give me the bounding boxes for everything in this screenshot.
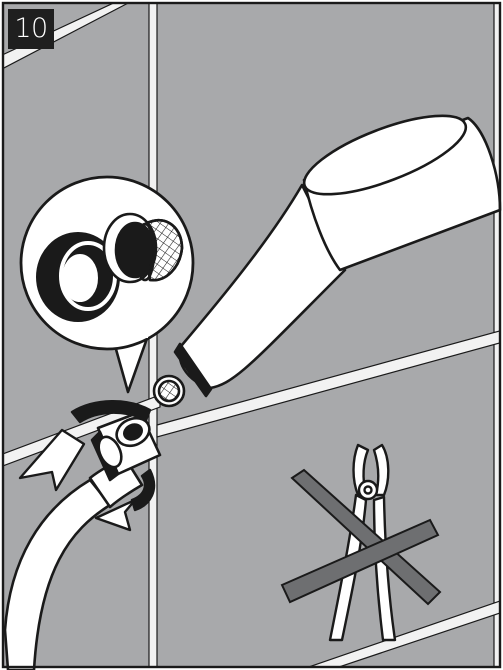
filter-screen-detail xyxy=(104,214,182,282)
step-number-badge: 10 xyxy=(8,9,54,49)
filter-screen xyxy=(154,376,184,406)
